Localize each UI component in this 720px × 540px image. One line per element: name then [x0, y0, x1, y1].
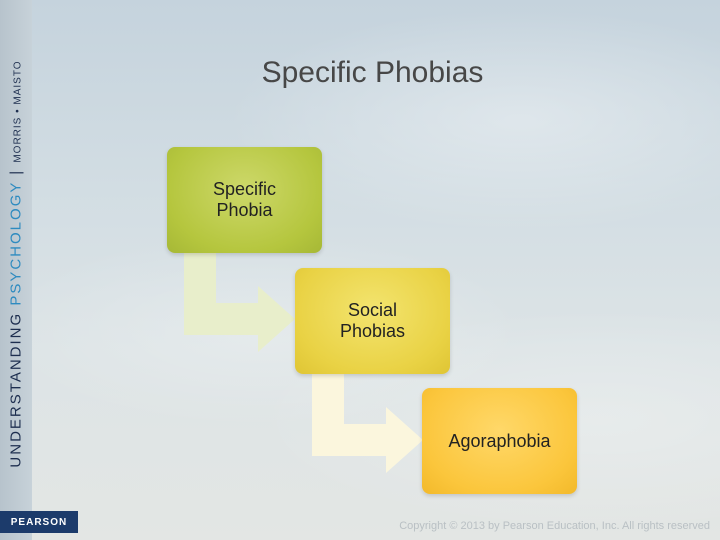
- step-label: Agoraphobia: [448, 430, 551, 451]
- sidebar-banner: UNDERSTANDING PSYCHOLOGY | MORRIS • MAIS…: [0, 0, 32, 540]
- step-label: Social Phobias: [339, 300, 406, 341]
- diagram-step-agoraphobia: Agoraphobia: [422, 388, 577, 494]
- diagram-step-social-phobias: Social Phobias: [295, 268, 450, 374]
- connector-arrow-2: [312, 374, 423, 473]
- copyright-notice: Copyright © 2013 by Pearson Education, I…: [399, 520, 710, 532]
- page-title: Specific Phobias: [261, 56, 484, 89]
- step-label: Specific Phobia: [212, 179, 277, 220]
- diagram-step-specific-phobia: Specific Phobia: [167, 147, 322, 253]
- publisher-logo: PEARSON: [0, 511, 78, 533]
- connector-arrow-1: [184, 253, 295, 352]
